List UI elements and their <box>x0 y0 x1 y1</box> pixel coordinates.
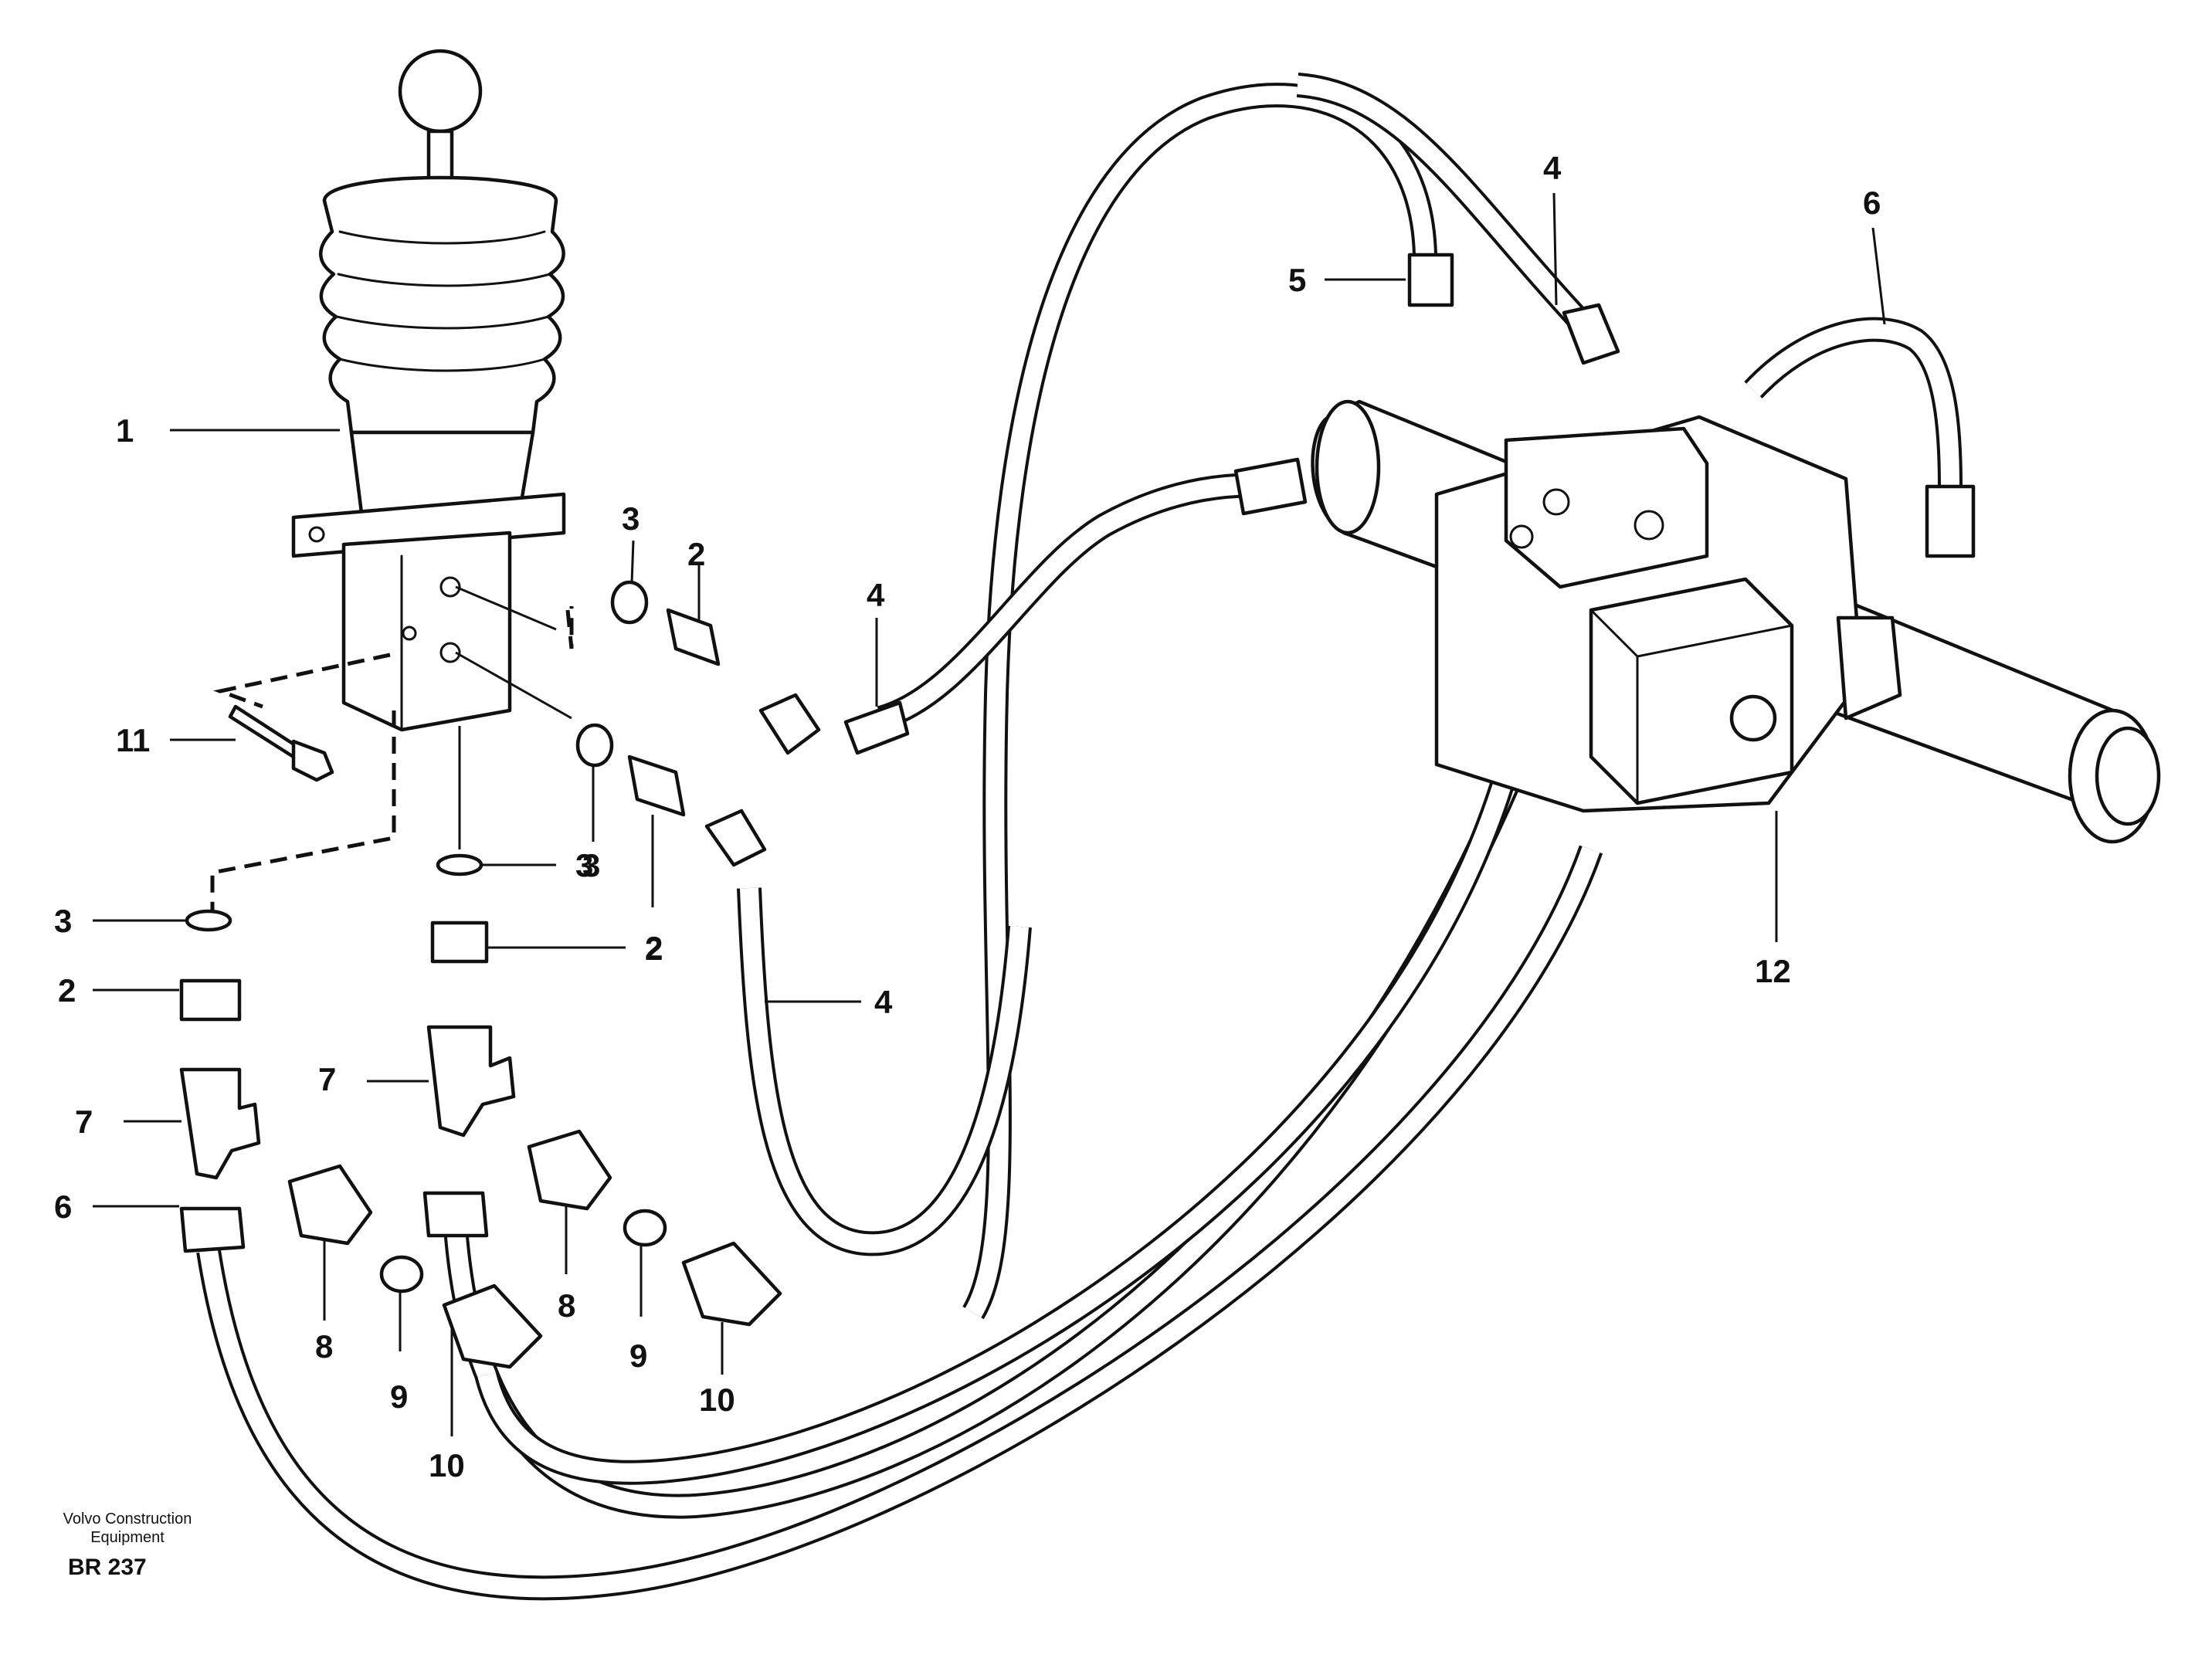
callout-9-right: 9 <box>629 1338 647 1374</box>
callout-6-right: 6 <box>1863 185 1881 221</box>
joystick-bellows <box>319 175 565 435</box>
callout-3-center: 3 <box>575 847 593 883</box>
callout-10-right: 10 <box>699 1382 735 1418</box>
ferrule-6-right <box>1925 484 1976 558</box>
nut-8-right <box>527 1129 612 1211</box>
callout-8-left: 8 <box>315 1328 333 1365</box>
callout-3-left: 3 <box>54 903 72 939</box>
hex-fitting-center <box>422 1191 489 1238</box>
callouts: 1 2 2 2 2 3 3 3 3 4 4 4 5 <box>54 150 1886 1483</box>
washer-3-center <box>436 853 483 876</box>
valve-solenoid <box>1589 577 1794 805</box>
adapter-2-top <box>666 608 721 666</box>
bolt-11 <box>228 704 334 782</box>
adapter-2-left <box>179 978 242 1022</box>
joystick-mounting-plate <box>291 492 566 558</box>
elbow-fitting-top <box>758 693 821 755</box>
joystick-base-block <box>341 531 512 732</box>
callout-2-mid: 2 <box>645 931 663 967</box>
washer-9-right <box>623 1209 667 1247</box>
joystick-assembly <box>291 49 566 732</box>
company-name-line2: Equipment <box>90 1529 165 1546</box>
hex-fitting-6 <box>179 1206 246 1253</box>
callout-5: 5 <box>1288 262 1306 298</box>
callout-4-middle: 4 <box>867 577 885 613</box>
elbow-fitting-mid <box>704 809 767 867</box>
fittings <box>179 253 1976 1369</box>
callout-4-upper: 4 <box>1543 150 1562 186</box>
callout-2-center: 2 <box>645 930 663 966</box>
company-name-line1: Volvo Construction <box>63 1511 192 1528</box>
drawing-code: BR 237 <box>68 1555 147 1580</box>
callout-7-left: 7 <box>75 1104 93 1140</box>
adapter-2-center <box>430 921 489 964</box>
assembly-guides <box>210 585 574 919</box>
washer-3-top <box>610 580 649 625</box>
callout-9-left: 9 <box>390 1378 408 1415</box>
washer-3-left <box>185 909 232 932</box>
sensor-10-right <box>681 1241 782 1327</box>
valve-end-left <box>1315 399 1381 535</box>
callout-3-top: 3 <box>622 500 640 537</box>
adapter-2-mid <box>627 754 686 817</box>
callout-7-center: 7 <box>318 1061 336 1097</box>
valve-flange <box>1836 615 1902 721</box>
tee-7-center <box>426 1025 516 1138</box>
callout-10-left: 10 <box>429 1447 465 1483</box>
ferrule-valve <box>1233 457 1308 516</box>
ferrule-hose4-upper <box>1562 303 1620 365</box>
callout-12: 12 <box>1755 953 1791 989</box>
callout-8-right: 8 <box>558 1287 575 1324</box>
callout-2-top: 2 <box>687 536 705 572</box>
callout-1: 1 <box>116 412 134 449</box>
hose-6-bottom-long <box>196 845 1603 1601</box>
washer-9-left <box>379 1255 424 1294</box>
sensor-10-left <box>442 1283 543 1369</box>
callout-6-left: 6 <box>54 1188 72 1225</box>
drawing-footer: Volvo Construction Equipment BR 237 <box>31 1510 224 1581</box>
callout-2-left: 2 <box>58 972 76 1009</box>
callout-11: 11 <box>116 722 150 758</box>
joystick-knob <box>398 49 483 134</box>
valve-block-12 <box>1311 399 2161 844</box>
ferrule-5 <box>1407 253 1454 307</box>
solenoid-knob <box>1729 694 1777 742</box>
callout-3-mid: 3 <box>582 847 600 883</box>
washer-3-mid <box>575 723 614 768</box>
tee-7-left <box>179 1067 261 1180</box>
nut-8-left <box>287 1164 373 1246</box>
callout-4-lower: 4 <box>874 984 893 1020</box>
valve-upper-block <box>1504 426 1709 589</box>
hoses <box>196 73 1963 1601</box>
ferrule-4 <box>843 700 910 755</box>
hose-loop-top <box>962 83 1437 1320</box>
